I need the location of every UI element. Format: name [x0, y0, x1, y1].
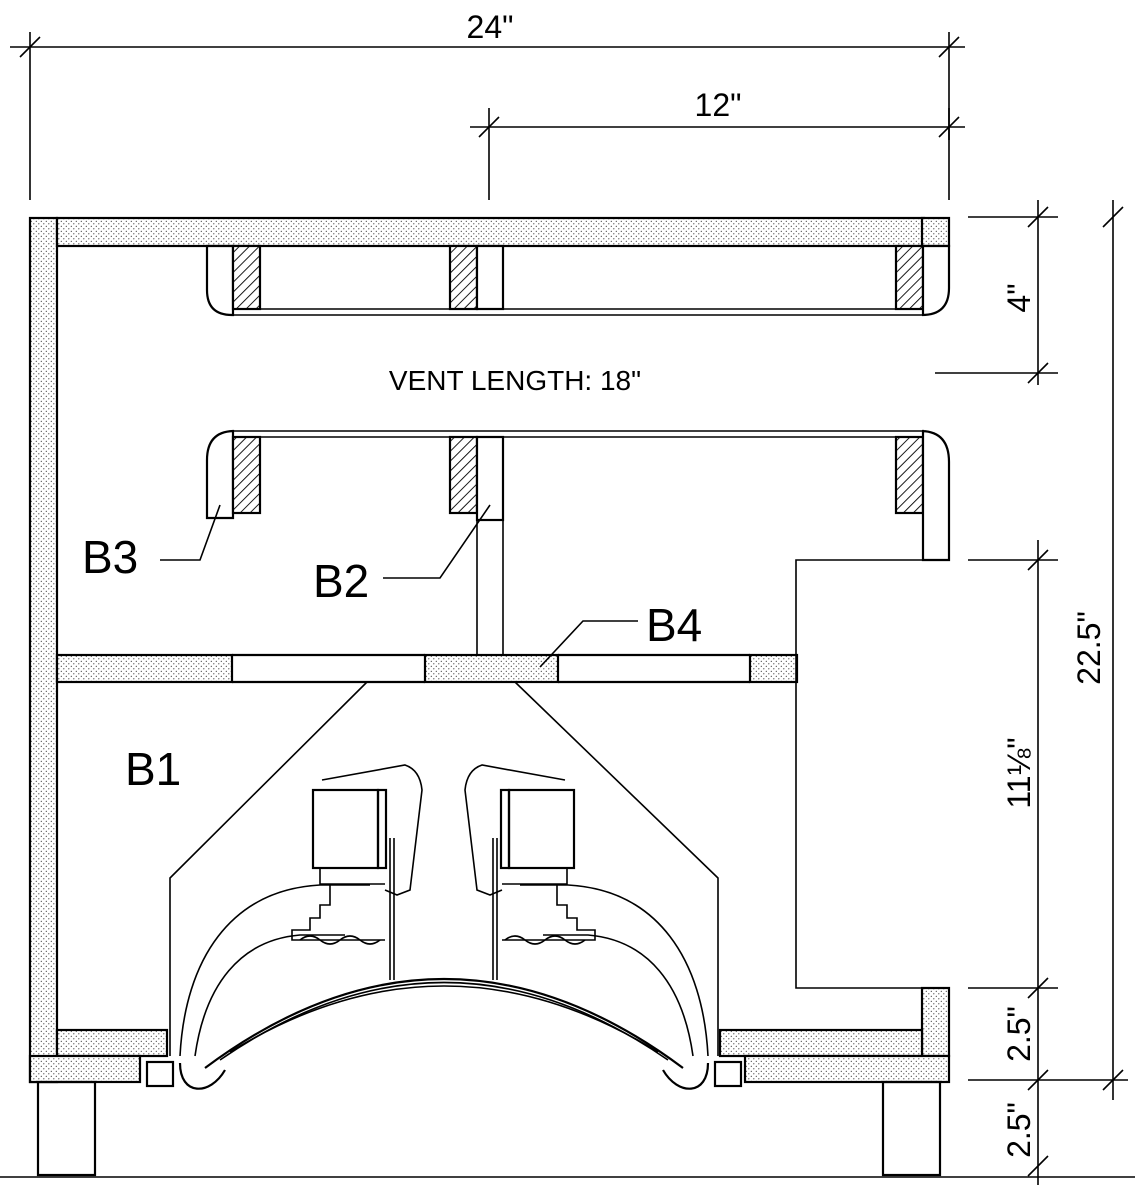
overall-width-label: 24" [467, 9, 514, 45]
dimension-chamber-height: 11⅛" 2.5" 2.5" [968, 540, 1058, 1185]
vent-height-label: 4" [1001, 283, 1037, 312]
dimension-half-width: 12" [470, 87, 965, 200]
dimension-overall-width: 24" [10, 9, 965, 200]
horn-driver-assembly [145, 681, 743, 1090]
chamber-inner-wall [795, 559, 922, 989]
foot-height-label: 2.5" [1001, 1102, 1037, 1158]
label-b1: B1 [125, 743, 181, 795]
overall-height-label: 22.5" [1071, 611, 1107, 685]
cabinet-panels [28, 216, 951, 1084]
brace-labels: B1 B3 B2 B4 [82, 504, 702, 795]
vent-length-annotation: VENT LENGTH: 18" [389, 365, 641, 396]
base-height-label: 2.5" [1001, 1006, 1037, 1062]
half-width-label: 12" [695, 87, 742, 123]
label-b4: B4 [646, 599, 702, 651]
dimension-vent-height: 4" [935, 200, 1058, 385]
chamber-height-label: 11⅛" [1001, 737, 1037, 808]
vent-braces-lower [205, 429, 951, 655]
cabinet-feet [0, 1080, 1135, 1178]
dimension-overall-height: 22.5" [968, 200, 1128, 1100]
vent-braces-upper [205, 244, 951, 317]
label-b3: B3 [82, 531, 138, 583]
label-b2: B2 [313, 555, 369, 607]
